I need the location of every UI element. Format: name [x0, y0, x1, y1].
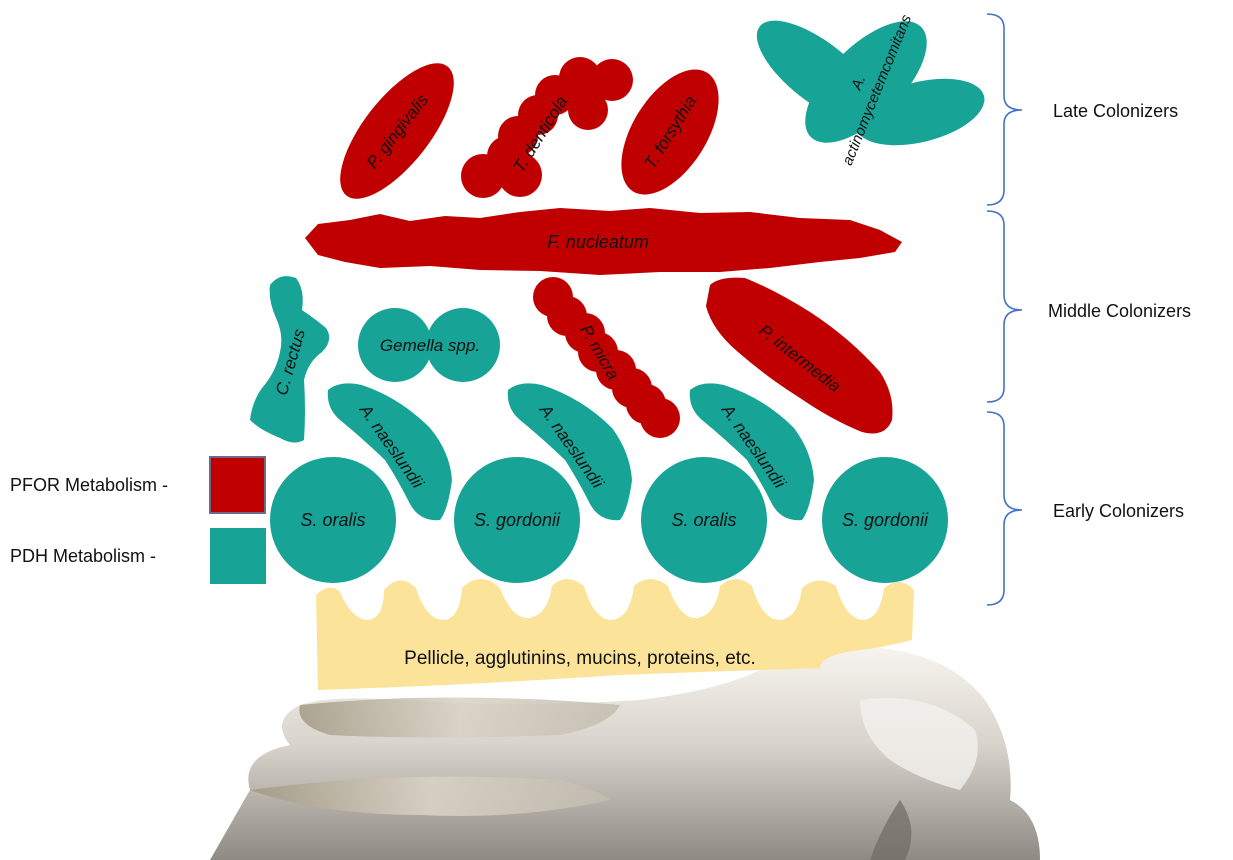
group-brackets — [987, 14, 1022, 605]
f-nucleatum-cell: F. nucleatum — [305, 208, 902, 275]
late-colonizers-label: Late Colonizers — [1053, 101, 1178, 121]
early-bracket — [987, 412, 1022, 605]
s-gordonii-cell-2: S. gordonii — [822, 457, 948, 583]
pellicle-label: Pellicle, agglutinins, mucins, proteins,… — [404, 648, 756, 669]
gemella-cell: Gemella spp. — [358, 308, 500, 382]
gemella-label: Gemella spp. — [380, 336, 480, 355]
s-oralis-label-1: S. oralis — [300, 510, 365, 530]
t-denticola-chain: T. denticola — [461, 57, 633, 198]
f-nucleatum-label: F. nucleatum — [547, 232, 649, 252]
middle-bracket — [987, 211, 1022, 402]
s-oralis-label-2: S. oralis — [671, 510, 736, 530]
legend-pdh-label: PDH Metabolism - — [10, 546, 156, 566]
s-gordonii-label-2: S. gordonii — [842, 510, 929, 530]
s-oralis-cell-2: S. oralis — [641, 457, 767, 583]
p-gingivalis-cell: P. gingivalis — [321, 46, 474, 216]
early-colonizers-label: Early Colonizers — [1053, 501, 1184, 521]
s-gordonii-label-1: S. gordonii — [474, 510, 561, 530]
legend: PFOR Metabolism - PDH Metabolism - — [10, 457, 266, 584]
middle-colonizers-label: Middle Colonizers — [1048, 301, 1191, 321]
c-rectus-cell: C. rectus — [250, 276, 329, 442]
a-actinomycetemcomitans-cell: A. actinomycetemcomitans — [741, 1, 991, 167]
s-oralis-cell-1: S. oralis — [270, 457, 396, 583]
late-bracket — [987, 14, 1022, 205]
s-gordonii-cell-1: S. gordonii — [454, 457, 580, 583]
legend-pdh-swatch — [210, 528, 266, 584]
legend-pfor-label: PFOR Metabolism - — [10, 475, 168, 495]
legend-pfor-swatch — [210, 457, 265, 513]
